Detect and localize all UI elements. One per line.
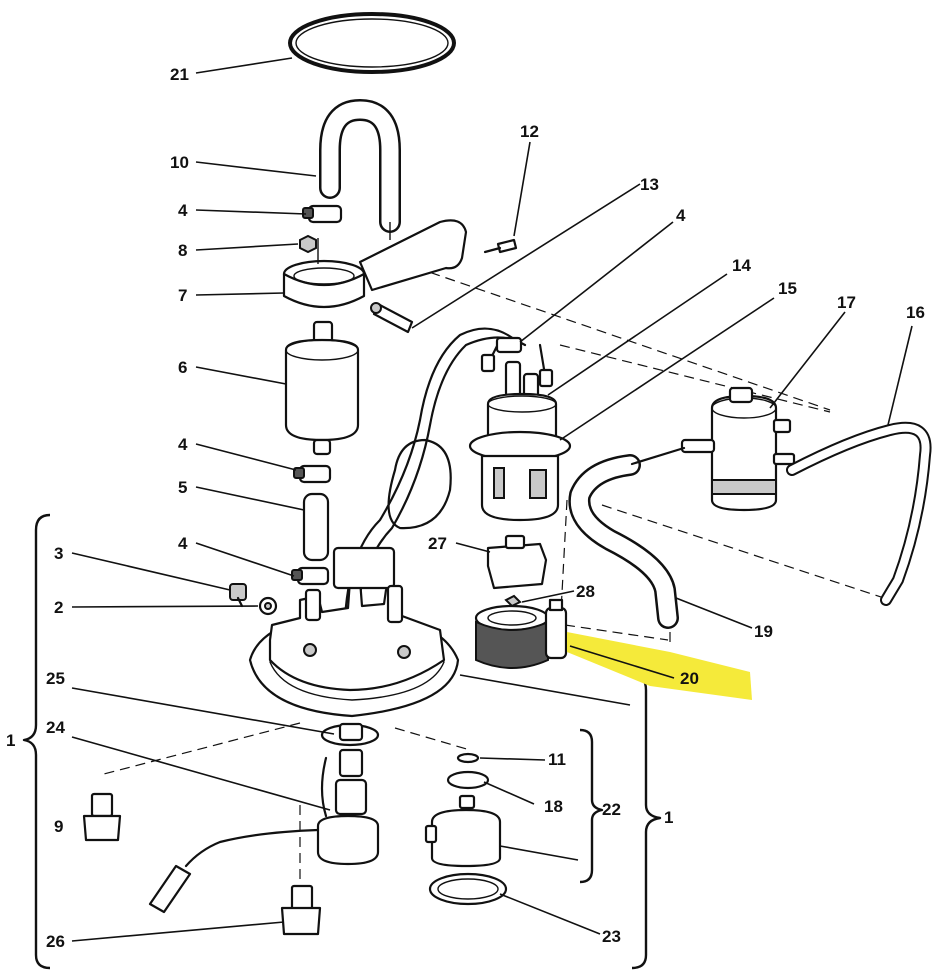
- regulator-17: [680, 386, 796, 512]
- clip-28: [504, 594, 522, 608]
- hose-5: [302, 492, 330, 562]
- hose-10: [319, 99, 401, 240]
- callout-24: 24: [46, 718, 65, 737]
- wiring-harness: [343, 327, 554, 662]
- screw-12: [483, 238, 518, 254]
- callout-9: 9: [54, 817, 63, 836]
- callout-20: 20: [680, 669, 699, 688]
- clamp-4-lower: [291, 566, 330, 586]
- bracket-7: [282, 219, 468, 309]
- gasket-25: [320, 722, 380, 747]
- callout-14: 14: [732, 256, 751, 275]
- nut-8: [299, 234, 317, 254]
- callout-4-middle: 4: [178, 435, 188, 454]
- callout-2: 2: [54, 598, 63, 617]
- callout-23: 23: [602, 927, 621, 946]
- callout-28: 28: [576, 582, 595, 601]
- clamp-4-middle: [293, 464, 332, 484]
- screw-3: [229, 583, 247, 608]
- o-ring-21: [288, 12, 456, 74]
- callout-6: 6: [178, 358, 187, 377]
- callout-1-right: 1: [664, 808, 673, 827]
- callout-8: 8: [178, 241, 187, 260]
- fitting-26: [280, 884, 322, 936]
- callout-1-left: 1: [6, 731, 15, 750]
- callout-22: 22: [602, 800, 621, 819]
- strainer-20: [474, 598, 568, 669]
- dashed-guides: [99, 261, 891, 880]
- fitting-9: [82, 792, 122, 842]
- callout-12: 12: [520, 122, 539, 141]
- callout-4-lower: 4: [178, 534, 188, 553]
- seal-11: [456, 752, 480, 764]
- callout-4-top: 4: [178, 201, 188, 220]
- bolt-13: [370, 302, 414, 334]
- callout-15: 15: [778, 279, 797, 298]
- callout-26: 26: [46, 932, 65, 951]
- pump-seal-15: [468, 430, 572, 522]
- hose-19: [568, 446, 686, 629]
- callout-4-right: 4: [676, 206, 686, 225]
- callout-19: 19: [754, 622, 773, 641]
- brace-22: [579, 728, 604, 884]
- callout-17: 17: [837, 293, 856, 312]
- sender-24: [148, 748, 380, 914]
- callout-labels: 21 10 4 8 7 6 4 5 4 3 2 12 13 4 14 15 17…: [6, 65, 925, 951]
- callout-20-highlight: [567, 632, 752, 700]
- fuel-pump-14: [486, 360, 558, 442]
- callout-5: 5: [178, 478, 187, 497]
- leader-lines: [71, 57, 913, 942]
- washer-2: [258, 596, 278, 616]
- snap-ring-23: [428, 872, 508, 906]
- callout-10: 10: [170, 153, 189, 172]
- callout-25: 25: [46, 669, 65, 688]
- brace-right: [631, 673, 662, 970]
- hose-16: [786, 421, 932, 606]
- callout-27: 27: [428, 534, 447, 553]
- clip-27: [486, 534, 548, 590]
- callout-13: 13: [640, 175, 659, 194]
- pressure-regulator-22: [424, 794, 502, 868]
- callout-7: 7: [178, 286, 187, 305]
- callout-11: 11: [548, 750, 566, 769]
- callout-21: 21: [170, 65, 189, 84]
- callout-3: 3: [54, 544, 63, 563]
- callout-16: 16: [906, 303, 925, 322]
- callout-18: 18: [544, 797, 563, 816]
- fuel-filter-6: [284, 320, 360, 456]
- sender-flange: [248, 546, 460, 718]
- brace-left: [22, 513, 51, 970]
- o-ring-18: [446, 770, 490, 790]
- clamp-4-top: [302, 204, 343, 224]
